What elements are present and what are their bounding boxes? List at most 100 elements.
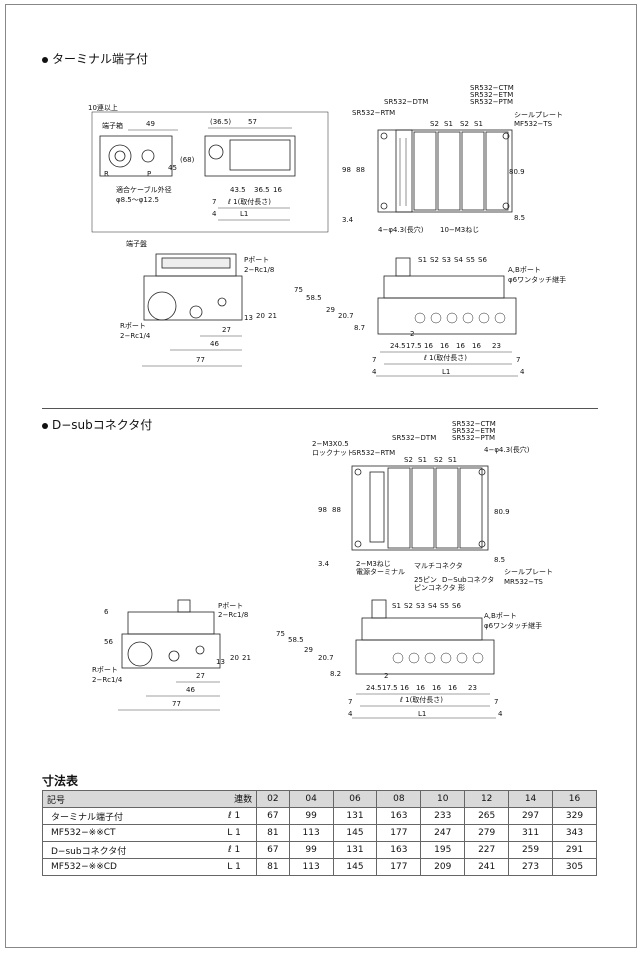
dim-80-9: 80.9	[494, 508, 510, 516]
port-r: R	[104, 170, 109, 178]
table-title: 寸法表	[42, 774, 79, 788]
table-row: D−subコネクタ付 ℓ 1 67 99 131 163 195 227 259…	[42, 841, 597, 859]
st-s4: S4	[428, 602, 437, 610]
cell: 81	[256, 858, 290, 876]
dim-27: 27	[222, 326, 231, 334]
label-dtm: SR532−DTM	[384, 98, 428, 106]
tag-s1a: S1	[444, 120, 453, 128]
dim-6: 6	[104, 608, 109, 616]
table-row: MF532−※※CD L 1 81 113 145 177 209 241 27…	[42, 858, 597, 876]
label-ab-port: A,Bポート	[484, 612, 517, 620]
dim-8-7: 8.7	[354, 324, 365, 332]
tag-s2a: S2	[404, 456, 413, 464]
dim-21: 21	[242, 654, 251, 662]
label-front-l1: L1	[442, 368, 450, 376]
label-front-pitch: ℓ 1(取付長さ)	[399, 695, 443, 704]
row-name: D−subコネクタ付	[42, 841, 213, 859]
st-s4: S4	[454, 256, 463, 264]
dim-3-4: 3.4	[318, 560, 330, 568]
row-name: MF532−※※CT	[42, 824, 213, 842]
tag-s2b: S2	[460, 120, 469, 128]
section-title: ターミナル端子付	[52, 52, 149, 66]
label-ab-fitting: φ6ワンタッチ継手	[508, 275, 566, 284]
label-pins: 25ピン	[414, 576, 437, 584]
col-header: 16	[552, 790, 597, 808]
dsub-top-view: SR532−CTM SR532−ETM SR532−PTM SR532−DTM …	[312, 420, 553, 592]
label-seal-plate: シールプレート	[504, 568, 553, 576]
cell: 163	[376, 841, 422, 859]
dim-88: 88	[332, 506, 341, 514]
label-p-port: Pポート	[218, 602, 243, 610]
label-dsub: D−Subコネクタ	[442, 575, 494, 584]
dim-68: (68)	[180, 156, 195, 164]
dim-29: 29	[304, 646, 313, 654]
dim-46: 46	[210, 340, 219, 348]
cell: 113	[288, 858, 334, 876]
dim-56: 56	[104, 638, 113, 646]
dim-16a: 16	[400, 684, 409, 692]
tag-s2b: S2	[434, 456, 443, 464]
dsub-side-view: 6 56 Pポート 2−Rc1/8 Rポート 2−Rc1/4 27 46 77 …	[92, 599, 251, 711]
label-front-pitch: ℓ 1(取付長さ)	[423, 353, 467, 362]
dim-16c: 16	[432, 684, 441, 692]
dim-24-5: 24.5	[390, 342, 406, 350]
dim-20-7: 20.7	[318, 654, 334, 662]
dim-2: 2	[410, 330, 414, 338]
col-header: 12	[464, 790, 510, 808]
dim-7a: 7	[372, 356, 376, 364]
dim-23: 23	[468, 684, 477, 692]
cell: 67	[256, 807, 290, 825]
row-name: ターミナル端子付	[42, 807, 213, 825]
cell: 113	[288, 824, 334, 842]
cell: 241	[464, 858, 510, 876]
dim-13: 13	[244, 314, 253, 322]
dim-8-2: 8.2	[330, 670, 341, 678]
cell: 131	[332, 841, 378, 859]
cell: 247	[420, 824, 466, 842]
label-terminal-block: 端子盤	[126, 239, 147, 248]
label-r-port: Rポート	[120, 322, 146, 330]
dim-21: 21	[268, 312, 277, 320]
dim-45: 45	[168, 164, 177, 172]
cell: 81	[256, 824, 290, 842]
label-m3-screw: 2−M3ねじ	[356, 560, 391, 568]
col-header: 14	[508, 790, 553, 808]
section-heading-terminal: ターミナル端子付	[42, 50, 148, 67]
dsub-front-view: S1 S2 S3 S4 S5 S6 A,Bポート φ6ワンタッチ継手 75 58…	[276, 599, 542, 719]
cell: 163	[376, 807, 422, 825]
terminal-top-left-view: 10連以上 端子箱 49 (36.5) 57 P R 45 (68) 適合ケーブ…	[88, 103, 329, 233]
col-header: 10	[420, 790, 466, 808]
label-mount-hole: 4−φ4.3(長穴)	[378, 225, 424, 234]
label-ctm: SR532−CTM	[470, 84, 514, 92]
dim-4a: 4	[372, 368, 377, 376]
dim-20: 20	[256, 312, 265, 320]
dim-20: 20	[230, 654, 239, 662]
label-multi-connector: マルチコネクタ	[414, 561, 463, 570]
terminal-side-view: 端子盤 Pポート 2−Rc1/8 Rポート 2−Rc1/4 27 46 77 1…	[120, 239, 277, 367]
cell: 297	[508, 807, 553, 825]
cell: 259	[508, 841, 553, 859]
row-symbol: L 1	[212, 824, 258, 842]
dim-4b: 4	[498, 710, 503, 718]
cell: 209	[420, 858, 466, 876]
cell: 273	[508, 858, 553, 876]
row-symbol: ℓ 1	[212, 807, 258, 825]
dim-46: 46	[186, 686, 195, 694]
cell: 177	[376, 824, 422, 842]
dim-16: 16	[273, 186, 282, 194]
cell: 145	[332, 824, 378, 842]
st-s5: S5	[466, 256, 475, 264]
cell: 227	[464, 841, 510, 859]
dim-49: 49	[146, 120, 155, 128]
dim-36-5: (36.5)	[210, 118, 231, 126]
table-row: MF532−※※CT L 1 81 113 145 177 247 279 31…	[42, 824, 597, 842]
label-cable-range: φ8.5～φ12.5	[116, 196, 159, 204]
label-screw: 10−M3ねじ	[440, 226, 479, 234]
cell: 305	[552, 858, 597, 876]
dim-16c: 16	[456, 342, 465, 350]
page-frame	[5, 4, 637, 948]
st-s1: S1	[392, 602, 401, 610]
label-lock-size: 2−M3X0.5	[312, 440, 349, 448]
cell: 233	[420, 807, 466, 825]
header-symbol: 記号	[47, 796, 66, 806]
